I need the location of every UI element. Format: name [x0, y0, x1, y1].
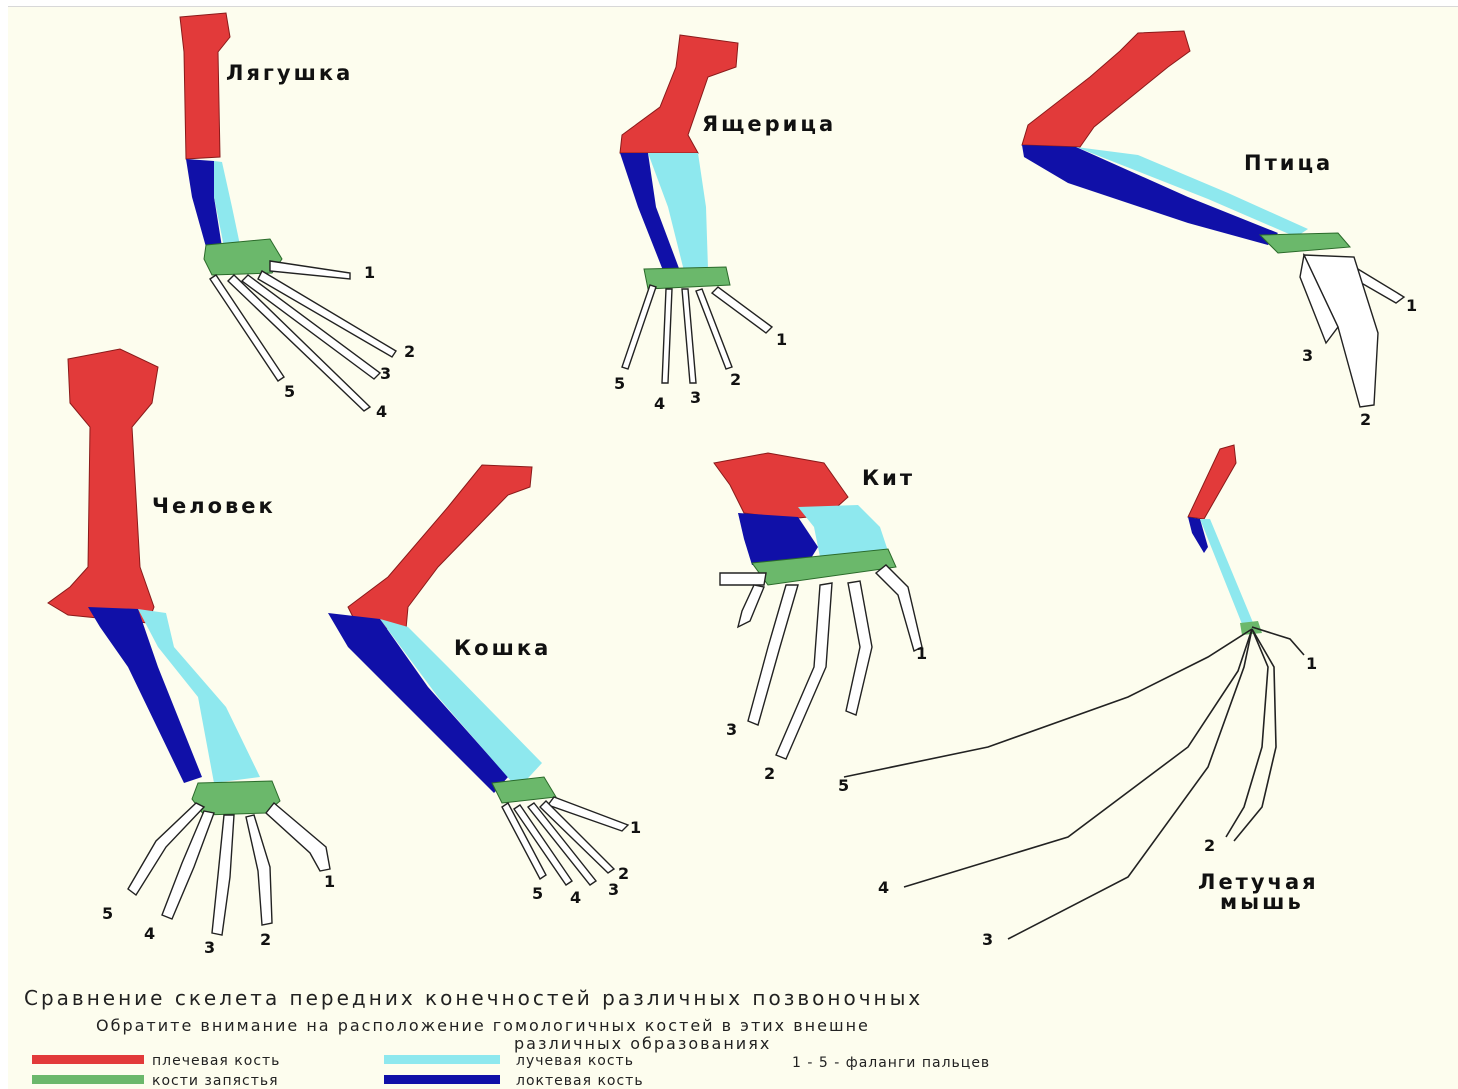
bat-digit-4: 4 — [878, 878, 889, 897]
lizard-label: Ящерица — [702, 112, 836, 136]
lizard-carpals — [644, 267, 730, 289]
cat-digits — [502, 797, 628, 885]
human-digit-2: 2 — [260, 930, 271, 949]
frog-digit-5: 5 — [284, 382, 295, 401]
frog-digit-2: 2 — [404, 342, 415, 361]
bat-digit-1: 1 — [1306, 654, 1317, 673]
bird-carpals — [1260, 233, 1350, 253]
whale-label: Кит — [862, 466, 915, 490]
legend-swatch-radius — [384, 1055, 500, 1064]
legend-label-humerus: плечевая кость — [152, 1053, 280, 1069]
bat-label-line2: мышь — [1220, 890, 1304, 914]
lizard-digit-3: 3 — [690, 388, 701, 407]
legend: плечевая кость лучевая кость 1 - 5 - фал… — [32, 1053, 990, 1089]
human-ulna — [88, 607, 202, 783]
bat-humerus — [1188, 445, 1236, 519]
human-digit-3: 3 — [204, 938, 215, 957]
frog-humerus — [180, 13, 230, 159]
human-limb — [48, 349, 330, 935]
legend-swatch-humerus — [32, 1055, 144, 1064]
human-digit-4: 4 — [144, 924, 155, 943]
cat-digit-2: 2 — [618, 864, 629, 883]
human-humerus — [48, 349, 158, 623]
cat-digit-3: 3 — [608, 880, 619, 899]
cat-digit-4: 4 — [570, 888, 581, 907]
whale-digit-1: 1 — [916, 644, 927, 663]
cat-humerus — [348, 465, 532, 629]
human-digits — [128, 803, 330, 935]
legend-phalanges: 1 - 5 - фаланги пальцев — [792, 1055, 990, 1071]
caption-note-line1: Обратите внимание на расположение гомоло… — [96, 1016, 870, 1035]
lizard-limb — [620, 35, 772, 383]
caption-title: Сравнение скелета передних конечностей р… — [24, 986, 923, 1010]
frog-digit-3: 3 — [380, 364, 391, 383]
bird-digit-2: 2 — [1360, 410, 1371, 429]
frog-digit-4: 4 — [376, 402, 387, 421]
whale-digit-2: 2 — [764, 764, 775, 783]
cat-digit-1: 1 — [630, 818, 641, 837]
human-label: Человек — [152, 494, 276, 518]
legend-label-carpals: кости запястья — [152, 1073, 279, 1089]
lizard-digit-2: 2 — [730, 370, 741, 389]
bat-limb — [844, 445, 1304, 939]
bat-digit-3: 3 — [982, 930, 993, 949]
bird-label: Птица — [1244, 151, 1333, 175]
lizard-digit-1: 1 — [776, 330, 787, 349]
lizard-digits — [622, 285, 772, 383]
limb-diagram: Лягушка 1 2 3 4 5 Ящерица 1 2 3 4 5 Птиц — [8, 7, 1458, 1089]
frog-digit-1: 1 — [364, 263, 375, 282]
bird-digit-3: 3 — [1302, 346, 1313, 365]
human-digit-1: 1 — [324, 872, 335, 891]
human-digit-5: 5 — [102, 904, 113, 923]
whale-digits — [720, 565, 922, 759]
lizard-digit-4: 4 — [654, 394, 665, 413]
frog-label: Лягушка — [226, 61, 353, 85]
human-carpals — [192, 781, 280, 815]
whale-limb — [714, 453, 922, 759]
cat-digit-5: 5 — [532, 884, 543, 903]
diagram-canvas: Лягушка 1 2 3 4 5 Ящерица 1 2 3 4 5 Птиц — [8, 6, 1458, 1089]
bat-digit-5: 5 — [838, 776, 849, 795]
legend-swatch-ulna — [384, 1075, 500, 1084]
legend-label-radius: лучевая кость — [516, 1053, 634, 1069]
bird-digits — [1300, 255, 1404, 407]
bird-humerus — [1022, 31, 1190, 147]
bird-ulna — [1022, 145, 1278, 245]
legend-swatch-carpals — [32, 1075, 144, 1084]
cat-limb — [328, 465, 628, 885]
bat-digit-2: 2 — [1204, 836, 1215, 855]
bird-digit-1: 1 — [1406, 296, 1417, 315]
legend-label-ulna: локтевая кость — [516, 1073, 644, 1089]
lizard-digit-5: 5 — [614, 374, 625, 393]
bat-radius — [1200, 519, 1254, 629]
caption-note-line2: различных образованиях — [514, 1034, 771, 1053]
cat-label: Кошка — [454, 636, 551, 660]
frog-digits — [210, 261, 396, 411]
whale-digit-3: 3 — [726, 720, 737, 739]
bird-limb — [1022, 31, 1404, 407]
